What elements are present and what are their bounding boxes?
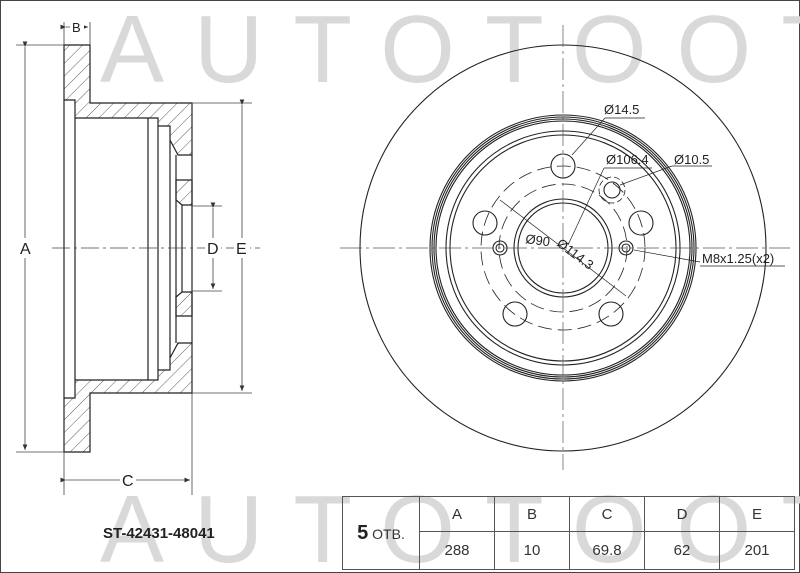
annotation-pcd-outer: Ø106.4 — [606, 152, 649, 167]
spec-value-b: 10 — [494, 531, 570, 570]
spec-header-d: D — [644, 495, 720, 533]
spec-value-d: 62 — [644, 531, 720, 570]
holes-suffix: ОТВ. — [372, 525, 405, 542]
dim-label-b: B — [72, 20, 81, 35]
spec-value-a: 288 — [419, 531, 495, 570]
spec-header-e: E — [719, 495, 795, 533]
annotation-pcd: Ø114.3 — [554, 235, 596, 272]
dim-label-a: A — [20, 241, 31, 258]
spec-table: 5 ОТВ. A B C D E 288 10 69.8 62 201 — [342, 495, 795, 570]
spec-value-e: 201 — [719, 531, 795, 570]
spec-header-c: C — [569, 495, 645, 533]
spec-header-a: A — [419, 495, 495, 533]
holes-count-cell: 5 ОТВ. — [342, 496, 420, 570]
annotation-thread: M8x1.25(x2) — [702, 251, 774, 266]
dim-label-d: D — [207, 241, 219, 258]
dim-label-c: C — [122, 473, 134, 490]
front-view — [340, 25, 790, 470]
annotation-bolt-hole: Ø14.5 — [604, 102, 639, 117]
spec-value-c: 69.8 — [569, 531, 645, 570]
annotation-small-hole: Ø10.5 — [674, 152, 709, 167]
annotation-center-bore: Ø90 — [525, 231, 551, 249]
part-number: ST-42431-48041 — [103, 525, 215, 542]
watermark-top: AUTOTOOT — [100, 0, 800, 103]
dim-label-e: E — [236, 241, 247, 258]
holes-count: 5 — [357, 521, 369, 544]
section-view — [63, 44, 193, 453]
spec-header-b: B — [494, 495, 570, 533]
